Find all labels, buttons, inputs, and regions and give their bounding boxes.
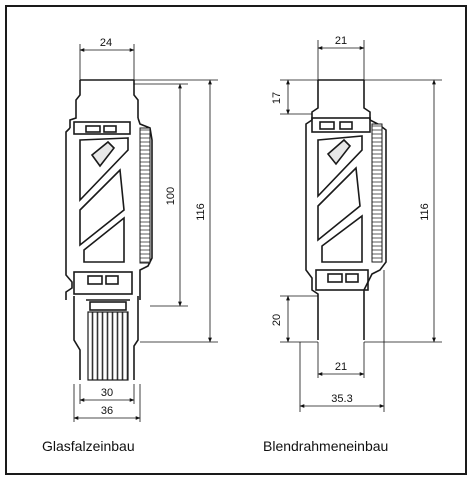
dim-right-top-height: 17: [271, 92, 283, 104]
dim-right-bottom-height: 20: [271, 314, 283, 326]
right-dimensions: [280, 40, 442, 412]
dim-right-bottom-outer: 35.3: [331, 393, 352, 405]
left-dimensions: [73, 44, 218, 422]
right-profile: [305, 79, 387, 340]
dim-left-height-inner: 100: [165, 187, 177, 205]
dim-right-top-width: 21: [335, 35, 347, 47]
caption-blendrahmeneinbau: Blendrahmeneinbau: [263, 438, 389, 454]
drawing-frame: [5, 5, 467, 475]
dim-right-bottom-inner: 21: [335, 361, 347, 373]
left-profile: [65, 79, 153, 381]
dim-right-height-total: 116: [419, 203, 431, 221]
caption-glasfalzeinbau: Glasfalzeinbau: [42, 438, 135, 454]
dim-left-height-total: 116: [195, 203, 207, 221]
dim-left-top-width: 24: [100, 37, 112, 49]
dim-left-bottom-inner: 30: [101, 387, 113, 399]
dim-left-bottom-outer: 36: [101, 405, 113, 417]
